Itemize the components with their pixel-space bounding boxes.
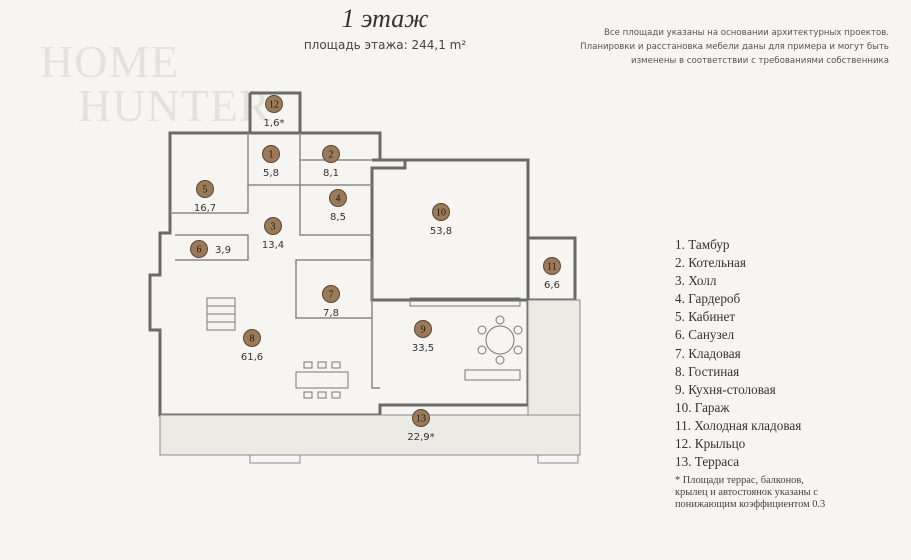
room-number: 8 bbox=[250, 334, 255, 345]
room-number: 7 bbox=[329, 290, 334, 301]
disclaimer-line: изменены в соответствии с требованиями с… bbox=[631, 56, 889, 66]
room-number: 5 bbox=[203, 185, 208, 196]
legend-item: 4. Гардероб bbox=[675, 291, 741, 307]
kitchen-table bbox=[409, 297, 523, 381]
legend-item: 8. Гостиная bbox=[675, 363, 740, 379]
room-marker-circle bbox=[262, 145, 280, 163]
room-marker-circle bbox=[265, 95, 283, 113]
room-marker-circle bbox=[329, 189, 347, 207]
room-number: 4 bbox=[336, 194, 341, 205]
room-marker: 28,1 bbox=[322, 145, 340, 179]
room-legend: 1. Тамбур 2. Котельная 3. Холл 4. Гардер… bbox=[675, 236, 801, 471]
legend-item: 9. Кухня-столовая bbox=[675, 381, 776, 397]
room-area: 22,9* bbox=[407, 432, 434, 443]
area-footnote: * Площади террас, балконов, крылец и авт… bbox=[675, 475, 875, 511]
room-marker: 516,7 bbox=[194, 180, 216, 214]
room-area: 13,4 bbox=[262, 240, 284, 251]
watermark-line-2: HUNTER bbox=[78, 80, 271, 131]
legend-item: 3. Холл bbox=[675, 273, 717, 289]
room-marker-circle bbox=[543, 257, 561, 275]
room-marker: 77,8 bbox=[322, 285, 340, 319]
room-marker-circle bbox=[322, 145, 340, 163]
room-marker-circle bbox=[412, 409, 430, 427]
room-marker: 10 53,8 bbox=[430, 203, 452, 237]
watermark-logo: HOME HUNTER bbox=[40, 36, 271, 131]
room-marker-circle bbox=[243, 329, 261, 347]
room-area: 3,9 bbox=[215, 245, 231, 256]
room-marker: 15,8 bbox=[262, 145, 280, 179]
terrace bbox=[159, 299, 581, 464]
legend-item: 1. Тамбур bbox=[675, 237, 730, 252]
room-area: 5,8 bbox=[263, 168, 279, 179]
floor-title: 1 этаж bbox=[341, 4, 429, 33]
room-marker-circle bbox=[264, 217, 282, 235]
legend-item: 13. Терраса bbox=[675, 454, 740, 470]
room-area: 53,8 bbox=[430, 226, 452, 237]
footnote-line: крылец и автостоянок указаны с bbox=[675, 487, 818, 498]
room-marker: 313,4 bbox=[262, 217, 284, 251]
staircase bbox=[206, 297, 236, 331]
room-marker-circle bbox=[190, 240, 208, 258]
room-area: 6,6 bbox=[544, 280, 560, 291]
room-area: 16,7 bbox=[194, 203, 216, 214]
room-marker-circle bbox=[432, 203, 450, 221]
room-marker: 13 22,9* bbox=[407, 409, 435, 443]
floor-area: площадь этажа: 244,1 m² bbox=[303, 38, 467, 52]
room-area: 8,1 bbox=[323, 168, 339, 179]
room-area: 7,8 bbox=[323, 308, 339, 319]
room-marker-circle bbox=[322, 285, 340, 303]
room-area: 8,5 bbox=[330, 212, 346, 223]
room-marker: 933,5 bbox=[412, 320, 434, 354]
room-area: 1,6* bbox=[264, 118, 285, 129]
room-number: 12 bbox=[269, 100, 279, 111]
legend-item: 11. Холодная кладовая bbox=[675, 417, 802, 433]
room-area: 33,5 bbox=[412, 343, 434, 354]
room-number: 6 bbox=[197, 245, 202, 256]
room-number: 13 bbox=[416, 414, 426, 425]
disclaimer-note: Все площади указаны на основании архитек… bbox=[559, 26, 889, 68]
dining-table bbox=[295, 361, 349, 399]
room-area: 61,6 bbox=[241, 352, 263, 363]
disclaimer-line: Планировки и расстановка мебели даны для… bbox=[580, 42, 889, 52]
legend-item: 12. Крыльцо bbox=[675, 436, 746, 452]
footnote-line: понижающим коэффициентом 0.3 bbox=[675, 499, 826, 510]
room-number: 10 bbox=[436, 208, 446, 219]
footnote-line: * Площади террас, балконов, bbox=[675, 475, 804, 486]
room-number: 11 bbox=[547, 262, 557, 273]
legend-item: 5. Кабинет bbox=[675, 309, 736, 325]
room-marker: 12 1,6* bbox=[264, 95, 285, 129]
room-number: 3 bbox=[271, 222, 276, 233]
room-marker-circle bbox=[196, 180, 214, 198]
legend-item: 6. Санузел bbox=[675, 327, 735, 343]
inner-walls bbox=[170, 133, 380, 389]
room-number: 1 bbox=[269, 150, 274, 161]
room-number: 2 bbox=[329, 150, 334, 161]
room-marker-circle bbox=[414, 320, 432, 338]
legend-item: 7. Кладовая bbox=[675, 345, 741, 361]
disclaimer-line: Все площади указаны на основании архитек… bbox=[604, 28, 889, 38]
room-marker: 116,6 bbox=[543, 257, 561, 291]
legend-item: 2. Котельная bbox=[675, 255, 746, 271]
legend-item: 10. Гараж bbox=[675, 399, 730, 415]
room-marker: 48,5 bbox=[329, 189, 347, 223]
room-marker: 861,6 bbox=[241, 329, 263, 363]
room-number: 9 bbox=[421, 325, 426, 336]
watermark-line-1: HOME bbox=[40, 36, 180, 87]
